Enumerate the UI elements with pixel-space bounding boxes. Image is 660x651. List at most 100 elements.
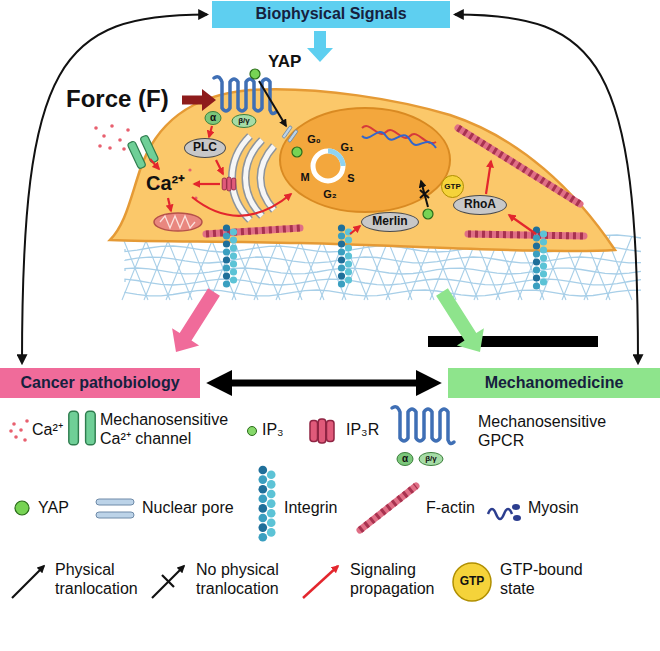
translocation-arrow <box>420 190 429 198</box>
legend-symbols <box>248 427 257 436</box>
heading-box: Biophysical Signals <box>212 1 450 28</box>
extracellular-matrix <box>276 236 302 300</box>
signaling-arrow <box>168 198 171 211</box>
signaling-arrow <box>150 159 159 169</box>
legend-text: Nuclear pore <box>142 498 234 517</box>
translocation-arrow <box>421 181 428 207</box>
cell-cycle <box>313 151 343 181</box>
calcium-ions <box>126 128 130 132</box>
yap-protein <box>423 209 433 219</box>
endoplasmic-reticulum <box>232 136 274 220</box>
ip3-receptor <box>222 177 236 191</box>
medicine-arrow <box>436 288 484 352</box>
legend-symbols <box>25 419 29 423</box>
extracellular-matrix <box>298 236 324 300</box>
legend-text: F-actin <box>426 498 475 517</box>
node-text: Merlin <box>372 215 407 229</box>
dna-helix <box>362 126 436 148</box>
cell-body <box>110 89 615 251</box>
f-actin-bundle <box>468 234 584 236</box>
endoplasmic-reticulum <box>261 146 275 210</box>
f-actin-bundle <box>206 228 300 234</box>
extracellular-matrix <box>166 236 192 300</box>
legend-symbols <box>397 453 413 466</box>
nuclear-pore <box>282 125 298 142</box>
legend-symbols <box>310 419 334 443</box>
g-alpha-subunit <box>205 112 221 125</box>
legend-text: Mechanosensitive Ca²⁺ channel <box>100 410 240 448</box>
legend-text: IP₃R <box>346 420 379 439</box>
legend-symbols <box>303 566 338 598</box>
legend-symbols <box>12 566 44 598</box>
legend-symbols <box>9 429 13 433</box>
calcium-ions <box>110 124 114 128</box>
legend-symbols <box>419 453 443 466</box>
integrin <box>223 224 237 287</box>
legend-symbols <box>360 486 416 530</box>
calcium-ions <box>188 168 191 171</box>
legend-text: Physical tranlocation <box>55 560 150 598</box>
legend-symbols <box>513 515 521 521</box>
signaling-arrow <box>509 215 536 234</box>
legend-text: GTP-bound state <box>500 560 600 598</box>
f-actin-bundle <box>206 228 300 234</box>
legend-symbols <box>258 466 275 542</box>
cell-cycle-phase: S <box>347 172 354 185</box>
extracellular-matrix <box>144 236 170 300</box>
legend-text: Signaling propagation <box>350 560 450 598</box>
node-text: Biophysical Signals <box>255 5 406 23</box>
signaling-arrow <box>209 126 212 137</box>
integrin <box>533 226 547 289</box>
subunit-label: β/γ <box>425 454 437 463</box>
node-text: PLC <box>193 141 217 155</box>
calcium-ions <box>118 138 122 142</box>
pathology-arrow <box>172 288 220 352</box>
node-text: Mechanomedicine <box>485 374 624 392</box>
extracellular-matrix <box>276 236 302 300</box>
extracellular-matrix <box>254 236 280 300</box>
cell-cycle <box>328 151 343 166</box>
protein-ellipse: Merlin <box>361 212 419 232</box>
signaling-arrow <box>216 160 223 174</box>
mitochondrion <box>154 213 202 231</box>
curved-arrow <box>455 15 638 364</box>
cell-cycle-phase: G₀ <box>307 133 321 146</box>
mitochondrion <box>160 216 195 228</box>
legend-symbols <box>14 435 18 439</box>
signaling-arrow <box>486 161 491 194</box>
legend-text: No physical tranlocation <box>196 560 301 598</box>
extracellular-matrix <box>122 236 148 300</box>
calcium-ions <box>98 144 102 148</box>
legend-symbols <box>96 512 134 518</box>
legend-text: Integrin <box>284 498 337 517</box>
translocation-arrow <box>259 81 286 126</box>
legend-symbols <box>162 575 174 587</box>
extracellular-matrix <box>166 236 192 300</box>
gtp-label: GTP <box>460 575 485 589</box>
calcium-ions <box>108 146 112 150</box>
extracellular-matrix <box>298 236 324 300</box>
g-beta-gamma-subunit <box>232 115 256 128</box>
legend-symbols <box>392 407 454 444</box>
cell-cycle-phase: G₁ <box>340 141 353 154</box>
signaling-arrow <box>194 183 220 185</box>
legend-text: YAP <box>38 498 69 517</box>
legend-symbols <box>9 407 521 601</box>
extracellular-matrix <box>254 236 280 300</box>
outcome-box: Cancer pathobiology <box>0 368 200 398</box>
endoplasmic-reticulum <box>261 146 275 210</box>
gtp-circle: GTP <box>441 175 464 198</box>
nuclear-pore <box>288 129 298 142</box>
legend-symbols <box>12 422 16 426</box>
yap-protein <box>292 147 302 157</box>
node-text: RhoA <box>464 198 496 212</box>
f-actin-bundle <box>458 128 580 204</box>
node-text: GTP <box>444 182 460 191</box>
ion-label: Ca²⁺ <box>146 172 185 195</box>
f-actin-bundle <box>468 234 584 236</box>
yap-protein <box>250 69 433 219</box>
subunit-label: β/γ <box>238 116 250 125</box>
force-arrow <box>182 89 216 111</box>
protein-ellipse: RhoA <box>453 195 507 215</box>
